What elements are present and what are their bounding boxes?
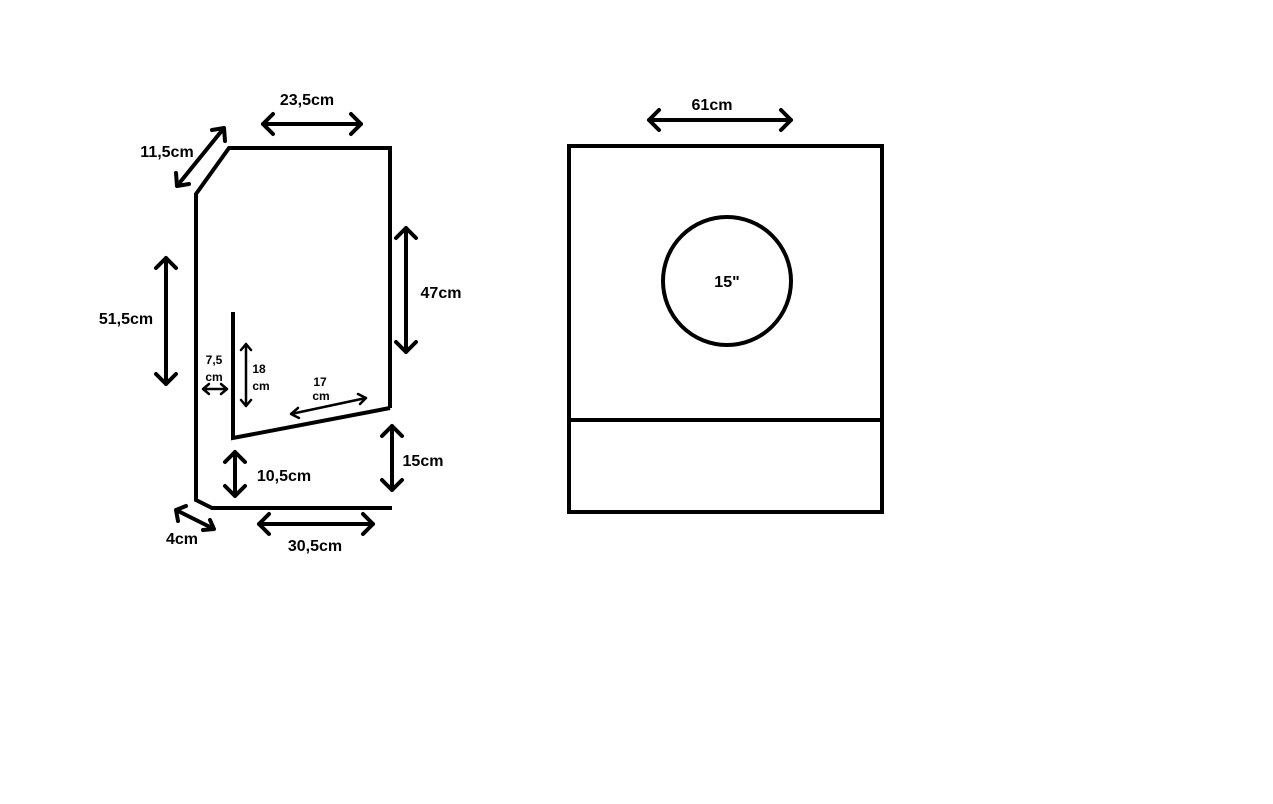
side-view: 23,5cm 11,5cm 51,5cm 47cm 7,5 cm 18 cm: [99, 92, 462, 555]
dim-label-inner-gap-unit: cm: [205, 370, 222, 384]
dim-label-right-lower: 15cm: [403, 453, 444, 470]
dim-label-chamfer-top: 11,5cm: [140, 144, 193, 161]
front-panel-outline: [567, 144, 884, 514]
dim-label-inner-height-unit: cm: [252, 379, 269, 393]
speaker-size-label: 15": [714, 274, 739, 291]
dim-label-inner-gap: 7,5: [206, 353, 223, 367]
dim-arrow-right-upper: [394, 226, 418, 354]
dim-arrow-bottom-gap: [223, 450, 247, 498]
dim-arrow-inner-height: [239, 342, 253, 408]
dim-label-inner-slope: 17: [313, 375, 327, 389]
dim-arrow-bottom: [257, 512, 375, 536]
dim-label-front-width: 61cm: [692, 97, 733, 114]
dim-arrow-inner-slope: [289, 392, 368, 420]
front-view: 15" 61cm: [567, 97, 884, 514]
dim-label-right-upper: 47cm: [421, 285, 462, 302]
dim-arrow-left-upper: [154, 256, 178, 386]
dim-label-bottom-gap: 10,5cm: [257, 468, 311, 485]
dim-label-left-upper: 51,5cm: [99, 311, 153, 328]
dim-arrow-chamfer-top: [174, 126, 227, 188]
dim-arrow-right-lower: [380, 424, 404, 492]
dim-arrow-chamfer-bottom: [174, 504, 216, 532]
dim-label-top: 23,5cm: [280, 92, 334, 109]
side-profile-outline: [194, 146, 392, 510]
dim-label-inner-slope-unit: cm: [312, 389, 329, 403]
dim-arrow-inner-gap: [201, 382, 229, 396]
dim-arrow-top: [261, 112, 363, 136]
dim-arrow-front-width: [647, 108, 793, 132]
inner-port-outline: [231, 312, 391, 441]
dim-label-bottom: 30,5cm: [288, 538, 342, 555]
speaker-cutout: [661, 215, 793, 347]
dim-label-inner-height: 18: [252, 362, 266, 376]
dim-label-chamfer-bottom: 4cm: [166, 531, 198, 548]
